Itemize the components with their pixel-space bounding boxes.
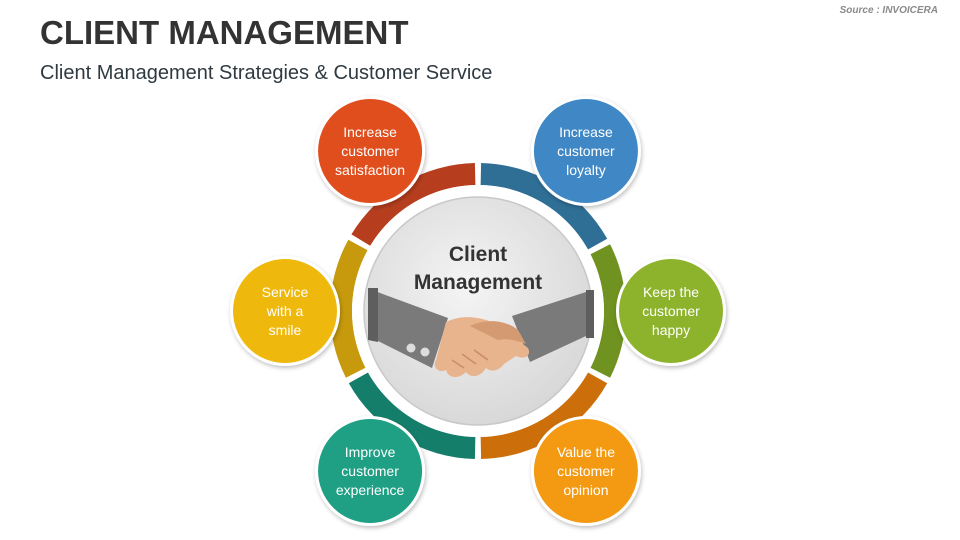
- bubble-label-line: with a: [266, 303, 304, 319]
- strategy-bubble: Service with a smile: [230, 256, 340, 366]
- strategy-bubble: Value the customer opinion: [530, 416, 641, 527]
- bubble-label-line: Increase: [559, 124, 613, 140]
- strategy-bubble: Increase customer satisfaction: [315, 95, 426, 206]
- ring-segment: [480, 163, 608, 250]
- bubble-label-line: customer: [341, 463, 399, 479]
- bubble-fill: [233, 259, 337, 363]
- bubble-label-line: opinion: [563, 482, 608, 498]
- bubble-fill: [318, 419, 423, 524]
- ring-segment: [351, 163, 476, 246]
- strategy-bubble: Improve customer experience: [315, 416, 426, 527]
- bubble-label-line: Increase: [343, 124, 397, 140]
- ring-segment: [329, 239, 368, 378]
- bubble-fill: [318, 98, 423, 203]
- bubble-label-line: Value the: [557, 444, 615, 460]
- ring-segment: [480, 372, 608, 459]
- page-title: CLIENT MANAGEMENT: [40, 14, 409, 51]
- strategy-bubbles: Increase customer satisfaction Increase cust…: [230, 95, 726, 527]
- bubble-label-line: smile: [269, 322, 302, 338]
- bubble-label-line: satisfaction: [335, 162, 405, 178]
- ring-segment: [590, 244, 627, 378]
- bubble-label-line: customer: [642, 303, 700, 319]
- center-label-line-2: Management: [414, 271, 542, 294]
- handshake-icon: [368, 288, 594, 378]
- bubble-label-line: happy: [652, 322, 690, 338]
- strategy-bubble: Keep the customer happy: [616, 256, 726, 366]
- bubble-label-line: customer: [557, 143, 615, 159]
- source-credit: Source : INVOICERA: [839, 5, 938, 16]
- bubble-fill: [619, 259, 723, 363]
- bubble-label-line: loyalty: [566, 162, 606, 178]
- bubble-label-line: Service: [262, 284, 309, 300]
- page-subtitle: Client Management Strategies & Customer …: [40, 62, 493, 84]
- bubble-label-line: customer: [341, 143, 399, 159]
- segmented-ring: [329, 163, 627, 459]
- center-label-line-1: Client: [449, 243, 507, 266]
- bubble-fill: [533, 98, 638, 203]
- bubble-label-line: customer: [557, 463, 615, 479]
- bubble-fill: [533, 419, 638, 524]
- bubble-label-line: Improve: [345, 444, 396, 460]
- strategy-bubble: Increase customer loyalty: [530, 95, 641, 206]
- ring-segment: [348, 372, 476, 459]
- bubble-label-line: Keep the: [643, 284, 699, 300]
- bubble-label-line: experience: [336, 482, 405, 498]
